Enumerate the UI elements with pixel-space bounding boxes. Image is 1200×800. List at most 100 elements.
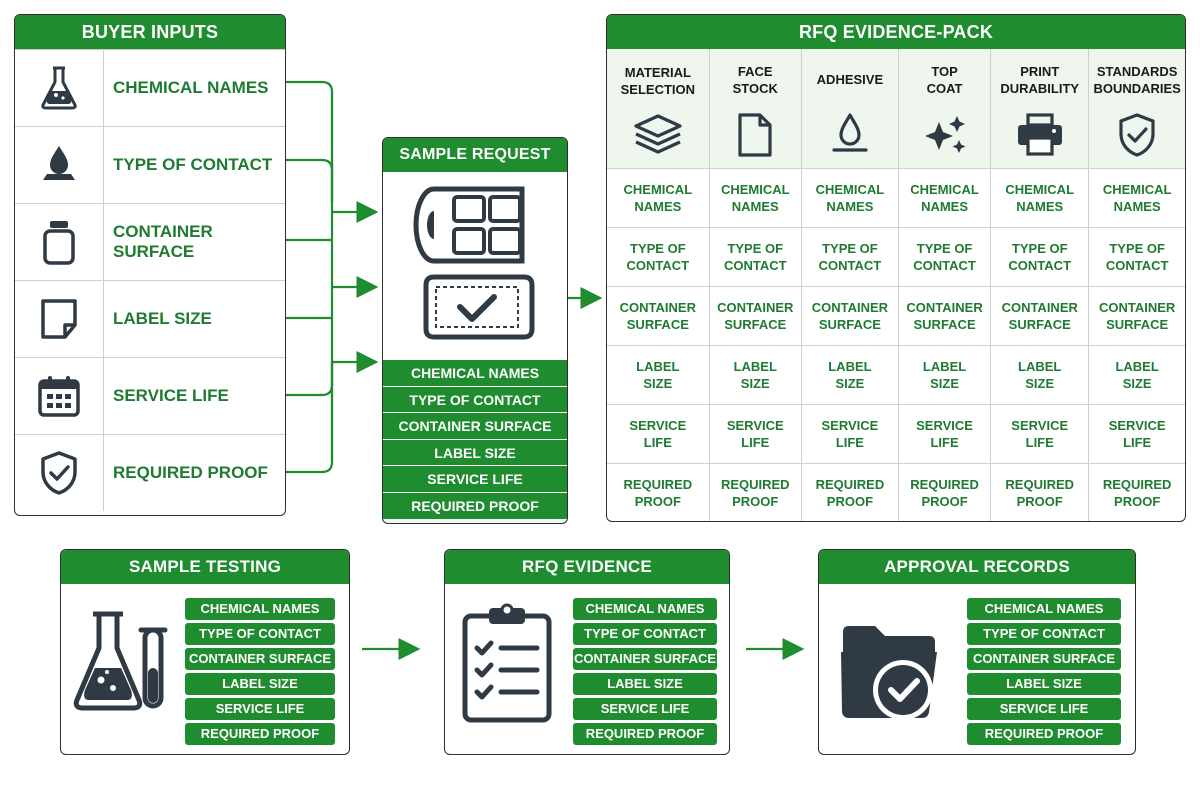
buyer-input-row: LABEL SIZE [15,280,285,357]
connector-service-life [286,362,334,397]
droplet-surface-icon [15,127,104,203]
rfq-evidence-title: RFQ EVIDENCE [445,550,729,584]
approval-records-panel: APPROVAL RECORDS CHEMICAL NAMES TYPE OF … [818,549,1136,755]
column-header-label: STANDARDS BOUNDARIES [1093,63,1181,96]
sample-request-panel: SAMPLE REQUEST CHEMICAL NAMES TYPE OF CO… [382,137,568,524]
approval-records-item: CONTAINER SURFACE [967,648,1121,670]
layers-icon [607,113,709,157]
approval-records-item: SERVICE LIFE [967,698,1121,720]
sample-testing-panel: SAMPLE TESTING CHEMICAL NAMES TYPE OF CO… [60,549,350,755]
grid-cell: SERVICE LIFE [990,404,1090,464]
grid-cell: TYPE OF CONTACT [607,227,710,287]
rfq-evidence-item: CONTAINER SURFACE [573,648,717,670]
sample-testing-item: CHEMICAL NAMES [185,598,335,620]
connector-required-proof [286,362,334,474]
column-header-label: ADHESIVE [816,72,884,87]
column-header-label: MATERIAL SELECTION [620,64,696,97]
grid-cell: CONTAINER SURFACE [708,286,802,346]
printer-icon [991,112,1088,158]
rfq-evidence-item: CHEMICAL NAMES [573,598,717,620]
grid-cell: SERVICE LIFE [897,404,992,464]
sample-request-title: SAMPLE REQUEST [383,138,567,172]
folder-check-icon [837,614,945,729]
column-header-label: TOP COAT [926,63,963,96]
grid-cell: SERVICE LIFE [708,404,802,464]
buyer-input-label: SERVICE LIFE [113,386,229,405]
grid-cell: TYPE OF CONTACT [1088,227,1185,287]
grid-cell: CHEMICAL NAMES [800,168,899,228]
rfq-evidence-grid: MATERIAL SELECTION FACE STOCK ADHESIVE T… [607,49,1185,521]
approval-records-item: REQUIRED PROOF [967,723,1121,745]
sample-request-item: CHEMICAL NAMES [383,359,567,386]
grid-cell: REQUIRED PROOF [990,463,1090,521]
approval-records-item: TYPE OF CONTACT [967,623,1121,645]
sample-request-item: TYPE OF CONTACT [383,385,567,413]
clipboard-checklist-icon [461,602,553,729]
label-sheet-icon [15,281,104,357]
shield-check-icon [15,435,104,511]
grid-cell: TYPE OF CONTACT [897,227,992,287]
shield-check-icon [1089,112,1185,158]
adhesive-drop-icon [802,112,898,158]
sample-request-item: CONTAINER SURFACE [383,412,567,439]
sample-testing-item: TYPE OF CONTACT [185,623,335,645]
buyer-input-label: LABEL SIZE [113,309,212,328]
grid-cell: CONTAINER SURFACE [897,286,992,346]
grid-cell: LABEL SIZE [1088,345,1185,405]
buyer-inputs-panel: BUYER INPUTS CHEMICAL NAMES TYPE OF CONT… [14,14,286,516]
sample-testing-title: SAMPLE TESTING [61,550,349,584]
grid-cell: TYPE OF CONTACT [708,227,802,287]
grid-cell: SERVICE LIFE [607,404,710,464]
rfq-evidence-panel: RFQ EVIDENCE CHEMICAL NAMES TYPE OF CONT… [444,549,730,755]
column-header-face-stock: FACE STOCK [708,49,802,169]
sample-request-item: LABEL SIZE [383,438,567,466]
grid-cell: CHEMICAL NAMES [607,168,710,228]
buyer-input-label: CHEMICAL NAMES [113,78,269,97]
grid-cell: CONTAINER SURFACE [1088,286,1185,346]
grid-cell: LABEL SIZE [990,345,1090,405]
sample-request-item: REQUIRED PROOF [383,491,567,519]
buyer-input-row: SERVICE LIFE [15,357,285,434]
grid-cell: SERVICE LIFE [1088,404,1185,464]
connector-type-of-contact [286,158,334,202]
column-header-label: PRINT DURABILITY [1000,63,1080,96]
rfq-evidence-pack-panel: RFQ EVIDENCE-PACK MATERIAL SELECTION FAC… [606,14,1186,522]
column-header-top-coat: TOP COAT [897,49,992,169]
sample-testing-item: SERVICE LIFE [185,698,335,720]
approval-records-title: APPROVAL RECORDS [819,550,1135,584]
buyer-input-row: TYPE OF CONTACT [15,126,285,203]
approval-records-item: CHEMICAL NAMES [967,598,1121,620]
buyer-input-label: REQUIRED PROOF [113,463,268,482]
grid-cell: CHEMICAL NAMES [708,168,802,228]
grid-cell: CHEMICAL NAMES [990,168,1090,228]
grid-cell: CONTAINER SURFACE [800,286,899,346]
rfq-evidence-pack-title: RFQ EVIDENCE-PACK [607,15,1185,49]
grid-cell: SERVICE LIFE [800,404,899,464]
jar-icon [15,204,104,280]
column-header-print-durability: PRINT DURABILITY [990,49,1090,169]
column-header-label: FACE STOCK [732,63,778,96]
sample-testing-item: CONTAINER SURFACE [185,648,335,670]
column-header-material-selection: MATERIAL SELECTION [607,49,710,169]
rfq-evidence-item: REQUIRED PROOF [573,723,717,745]
buyer-input-row: CONTAINER SURFACE [15,203,285,280]
sample-request-item: SERVICE LIFE [383,465,567,492]
grid-cell: LABEL SIZE [897,345,992,405]
flask-testtube-icon [71,608,171,723]
buyer-input-row: REQUIRED PROOF [15,434,285,511]
sample-testing-item: REQUIRED PROOF [185,723,335,745]
grid-cell: CHEMICAL NAMES [1088,168,1185,228]
grid-cell: CONTAINER SURFACE [607,286,710,346]
buyer-input-row: CHEMICAL NAMES [15,49,285,126]
approval-records-item: LABEL SIZE [967,673,1121,695]
rfq-evidence-item: TYPE OF CONTACT [573,623,717,645]
calendar-icon [15,358,104,434]
label-roll-icon [383,172,567,359]
grid-cell: CONTAINER SURFACE [990,286,1090,346]
column-header-adhesive: ADHESIVE [800,49,899,169]
rfq-evidence-item: SERVICE LIFE [573,698,717,720]
flask-icon [15,50,104,126]
grid-cell: LABEL SIZE [708,345,802,405]
buyer-input-label: CONTAINER SURFACE [113,222,213,261]
grid-cell: LABEL SIZE [800,345,899,405]
